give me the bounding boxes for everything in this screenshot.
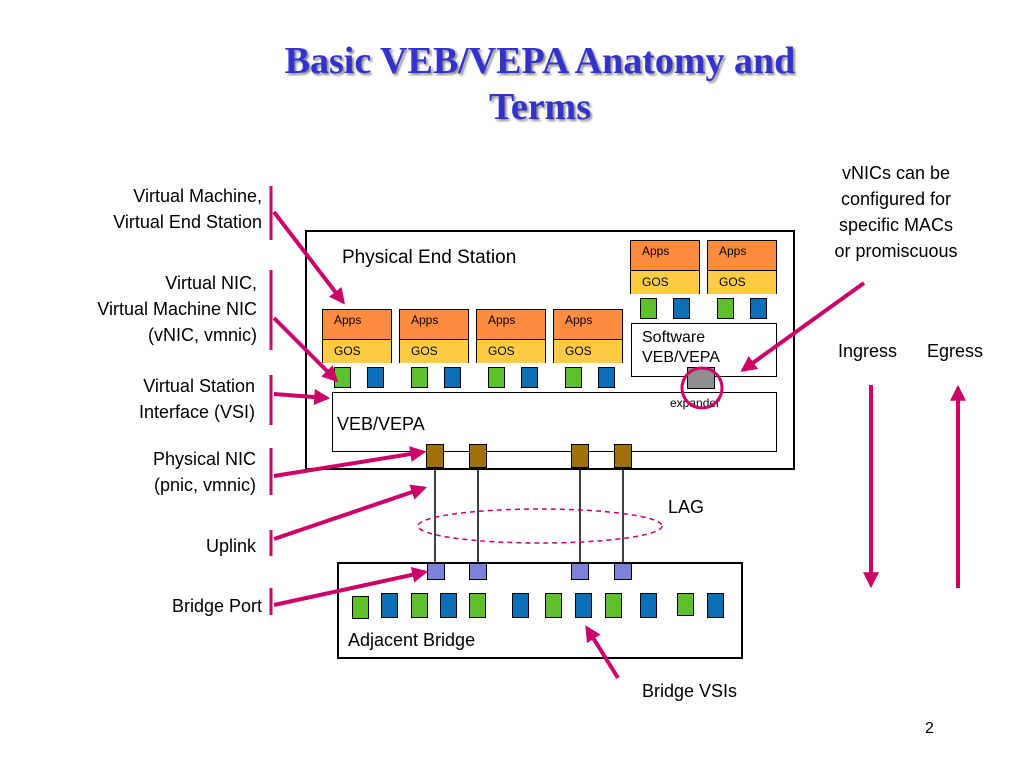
vm-1-gos: GOS <box>323 340 391 363</box>
bridge-vsi-blue <box>640 593 657 618</box>
vnic-blue <box>367 367 384 388</box>
arrow-to-uplink <box>273 484 428 541</box>
egress-label: Egress <box>927 341 984 361</box>
bridge-vsi-blue <box>381 593 398 618</box>
vm-5: Apps GOS <box>630 240 700 294</box>
arrow-to-expander <box>740 281 866 372</box>
vnic-note-line-3: specific MACs <box>838 215 954 235</box>
bridge-vsi-green <box>677 593 694 616</box>
label-vsi: Virtual Station Interface (VSI) <box>40 373 255 425</box>
vm-3-apps: Apps <box>477 310 545 340</box>
vnic-blue <box>598 367 615 388</box>
slide-title-line-2: Terms <box>488 86 592 128</box>
veb-vepa-label: VEB/VEPA <box>337 414 425 434</box>
vnic-note-line-2: configured for <box>840 189 952 209</box>
bridge-vsi-blue <box>512 593 529 618</box>
vnic-green <box>411 367 428 388</box>
label-physical-nic: Physical NIC (pnic, vmnic) <box>40 446 256 498</box>
lag-label: LAG <box>668 497 705 517</box>
vnic-blue <box>750 298 767 319</box>
vnic-green <box>565 367 582 388</box>
bridge-vsi-blue <box>707 593 724 618</box>
adjacent-bridge-label: Adjacent Bridge <box>348 630 476 650</box>
physical-nic <box>571 444 589 468</box>
physical-nic <box>426 444 444 468</box>
bridge-vsi-green <box>605 593 622 618</box>
vm-4-gos: GOS <box>554 340 622 363</box>
arrow-to-vsi <box>273 389 331 406</box>
vm-3: Apps GOS <box>476 309 546 363</box>
arrow-to-vnic <box>272 316 339 383</box>
uplink-wires <box>434 468 624 563</box>
vm-4: Apps GOS <box>553 309 623 363</box>
arrow-to-vm <box>272 210 345 305</box>
vm-6-gos: GOS <box>708 271 776 294</box>
vm-2: Apps GOS <box>399 309 469 363</box>
vnic-note-line-1: vNICs can be <box>841 163 951 183</box>
label-virtual-machine-line-1: Virtual Machine, <box>133 186 262 206</box>
vm-4-apps: Apps <box>554 310 622 340</box>
label-physical-nic-line-2: (pnic, vmnic) <box>153 475 256 495</box>
vm-2-gos: GOS <box>400 340 468 363</box>
label-physical-nic-line-1: Physical NIC <box>152 449 256 469</box>
vnic-note-line-4: or promiscuous <box>834 241 958 261</box>
lag-ellipse <box>417 508 663 544</box>
vnic-green <box>717 298 734 319</box>
vnic-note: vNICs can be configured for specific MAC… <box>808 160 984 264</box>
bridge-vsi-green <box>469 593 486 618</box>
bridge-vsi-blue <box>575 593 592 618</box>
expander-highlight-circle <box>680 366 724 410</box>
bridge-port <box>614 563 632 580</box>
arrow-to-bridge-port <box>273 566 429 607</box>
veb-vepa-box <box>332 392 777 452</box>
bridge-vsi-green <box>545 593 562 618</box>
pointer-arrows <box>272 210 966 680</box>
label-virtual-nic-line-1: Virtual NIC, <box>165 273 257 293</box>
label-uplink: Uplink <box>205 536 256 556</box>
label-virtual-machine: Virtual Machine, Virtual End Station <box>40 183 262 235</box>
vnic-blue <box>673 298 690 319</box>
physical-nic <box>614 444 632 468</box>
software-veb-vepa-line-2: VEB/VEPA <box>642 349 720 366</box>
ingress-label: Ingress <box>838 341 898 361</box>
bridge-vsis-label: Bridge VSIs <box>642 681 738 701</box>
bridge-port <box>469 563 487 580</box>
page-number: 2 <box>925 720 934 737</box>
vm-3-gos: GOS <box>477 340 545 363</box>
bridge-port <box>571 563 589 580</box>
label-virtual-machine-line-2: Virtual End Station <box>113 212 262 232</box>
physical-nic <box>469 444 487 468</box>
physical-end-station-label: Physical End Station <box>342 247 517 268</box>
label-bridge-port: Bridge Port <box>171 596 262 616</box>
arrow-to-pnic <box>273 446 427 478</box>
label-virtual-nic-line-3: (vNIC, vmnic) <box>148 325 257 345</box>
vm-6: Apps GOS <box>707 240 777 294</box>
bridge-vsi-blue <box>440 593 457 618</box>
label-virtual-nic: Virtual NIC, Virtual Machine NIC (vNIC, … <box>20 270 257 348</box>
vm-5-gos: GOS <box>631 271 699 294</box>
label-vsi-line-2: Interface (VSI) <box>138 402 255 422</box>
label-virtual-nic-line-2: Virtual Machine NIC <box>97 299 257 319</box>
label-vsi-line-1: Virtual Station <box>143 376 255 396</box>
vnic-blue <box>444 367 461 388</box>
vm-1: Apps GOS <box>322 309 392 363</box>
bridge-vsi-green <box>411 593 428 618</box>
bridge-vsi-green <box>352 596 369 619</box>
arrow-to-bridge-vsis <box>585 625 620 680</box>
vm-2-apps: Apps <box>400 310 468 340</box>
vm-6-apps: Apps <box>708 241 776 271</box>
software-veb-vepa-line-1: Software <box>642 329 706 346</box>
vnic-green <box>488 367 505 388</box>
vm-1-apps: Apps <box>323 310 391 340</box>
vm-5-apps: Apps <box>631 241 699 271</box>
slide-title-line-1: Basic VEB/VEPA Anatomy and <box>284 40 796 82</box>
vnic-blue <box>521 367 538 388</box>
slide-title: Basic VEB/VEPA Anatomy and Terms <box>120 38 960 130</box>
vnic-green <box>640 298 657 319</box>
